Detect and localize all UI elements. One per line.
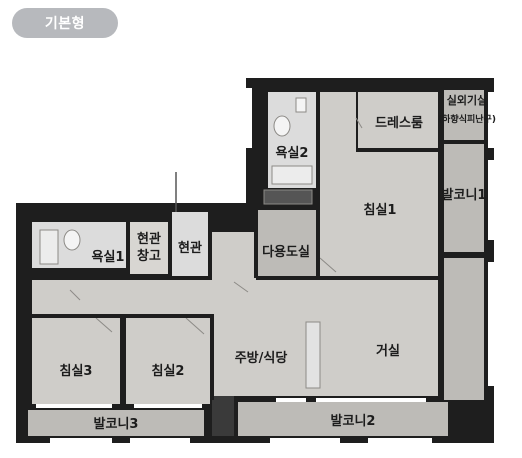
outdoor-unit-sub-label: (하향식피난구) bbox=[438, 113, 496, 125]
bed1-entry-floor bbox=[320, 92, 356, 154]
balcony2-label: 발코니2 bbox=[331, 413, 376, 429]
bed1-floor bbox=[320, 152, 438, 276]
dress-room-floor bbox=[358, 92, 438, 148]
outdoor-unit-label: 실외기실 bbox=[447, 93, 487, 107]
balcony3-floor bbox=[28, 410, 204, 436]
bed2-label: 침실2 bbox=[152, 363, 185, 379]
entrance-label: 현관 bbox=[178, 240, 202, 256]
room-floors bbox=[28, 90, 484, 436]
storage-floor bbox=[130, 222, 168, 276]
kitchen-floor bbox=[214, 314, 306, 396]
pantry-block bbox=[212, 396, 234, 436]
bed1-label: 침실1 bbox=[364, 202, 397, 218]
balcony3-label: 발코니3 bbox=[94, 416, 139, 432]
storage-label-2: 창고 bbox=[137, 248, 161, 264]
partitions bbox=[30, 92, 442, 406]
bath1-label: 욕실1 bbox=[92, 249, 125, 265]
hall-connect bbox=[212, 232, 256, 282]
entrance-floor bbox=[172, 212, 208, 276]
bed2-floor bbox=[126, 318, 210, 404]
balcony1-label: 발코니1 bbox=[442, 187, 487, 203]
balcony1-floor bbox=[444, 144, 484, 252]
balcony2-floor bbox=[238, 402, 448, 436]
room-labels: 실외기실 (하향식피난구) 드레스룸 욕실2 침실1 발코니1 욕실1 현관 창… bbox=[60, 93, 496, 432]
utility-floor bbox=[258, 210, 316, 276]
dress-room-label: 드레스룸 bbox=[375, 115, 423, 131]
windows bbox=[36, 88, 494, 443]
outdoor-unit-floor bbox=[444, 90, 484, 140]
kitchen-label: 주방/식당 bbox=[235, 350, 288, 366]
utility-label: 다용도실 bbox=[262, 244, 310, 260]
storage-label-1: 현관 bbox=[137, 231, 161, 247]
living-floor bbox=[306, 282, 438, 396]
plan-type-badge: 기본형 bbox=[12, 8, 118, 38]
living-side-strip bbox=[444, 258, 484, 400]
fixtures bbox=[39, 97, 363, 389]
living-label: 거실 bbox=[376, 343, 400, 359]
bed3-floor bbox=[32, 318, 120, 404]
bath2-label: 욕실2 bbox=[276, 145, 309, 161]
bed3-label: 침실3 bbox=[60, 363, 93, 379]
